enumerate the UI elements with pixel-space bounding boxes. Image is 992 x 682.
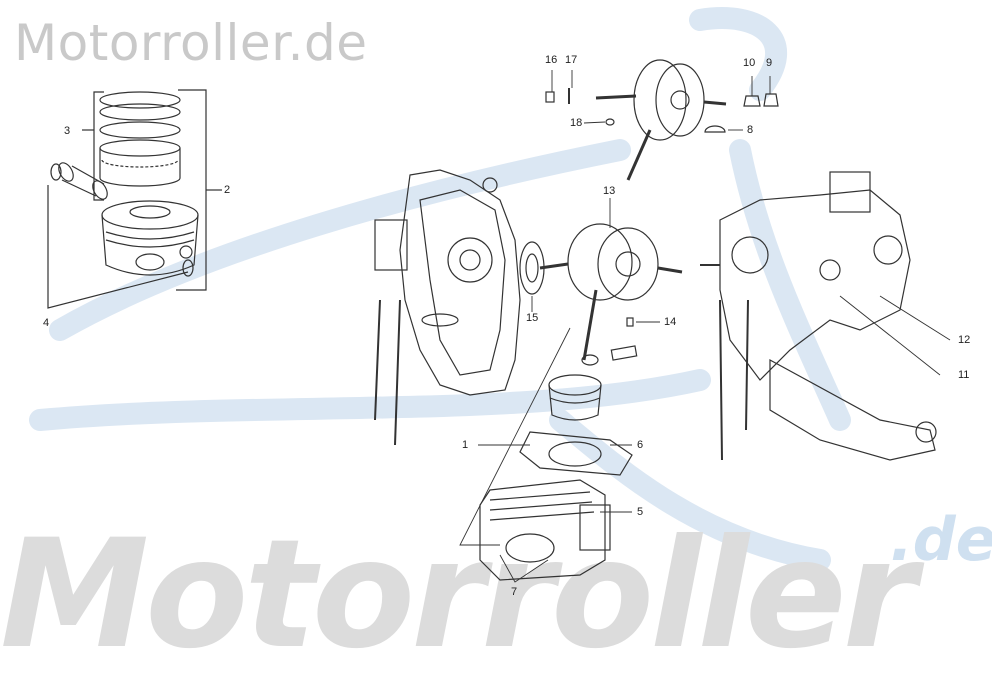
nut-10	[743, 95, 761, 107]
circlip-right	[182, 259, 194, 277]
bracket-4	[47, 185, 189, 309]
woodruff-key-8	[704, 125, 726, 133]
nut-9	[763, 93, 779, 107]
conrod-pin	[610, 345, 638, 361]
watermark-de-suffix: .de	[890, 505, 992, 575]
crankshaft-upper	[595, 59, 727, 181]
callout-6: 6	[637, 439, 644, 451]
callout-17: 17	[565, 54, 578, 66]
part-18	[605, 118, 615, 126]
cylinder-gasket	[519, 431, 633, 476]
callout-3: 3	[64, 125, 71, 137]
crankshaft	[539, 223, 683, 366]
callout-2: 2	[224, 184, 231, 196]
watermark-big-text: Motorroller	[0, 508, 917, 682]
bracket-3	[93, 91, 104, 201]
callout-14: 14	[664, 316, 677, 328]
callout-7: 7	[511, 586, 518, 598]
callout-5: 5	[637, 506, 644, 518]
piston-lower	[548, 374, 602, 421]
piston-rings	[99, 91, 181, 187]
callout-9: 9	[766, 57, 773, 69]
part-16	[545, 91, 555, 103]
callout-15: 15	[526, 312, 539, 324]
callout-13: 13	[603, 185, 616, 197]
circlip-left	[50, 163, 62, 181]
left-crankcase	[374, 169, 521, 446]
cylinder	[479, 479, 611, 581]
bracket-2	[176, 89, 207, 291]
callout-18: 18	[570, 117, 583, 129]
callout-16: 16	[545, 54, 558, 66]
callout-4: 4	[43, 317, 50, 329]
callout-11: 11	[958, 369, 970, 381]
callout-12: 12	[958, 334, 971, 346]
piston	[101, 200, 199, 276]
callout-1: 1	[462, 439, 469, 451]
callout-10: 10	[743, 57, 756, 69]
woodruff-key-14	[626, 317, 634, 327]
right-crankcase	[700, 171, 937, 461]
watermark-top-text: Motorroller.de	[14, 14, 368, 72]
callout-8: 8	[747, 124, 754, 136]
